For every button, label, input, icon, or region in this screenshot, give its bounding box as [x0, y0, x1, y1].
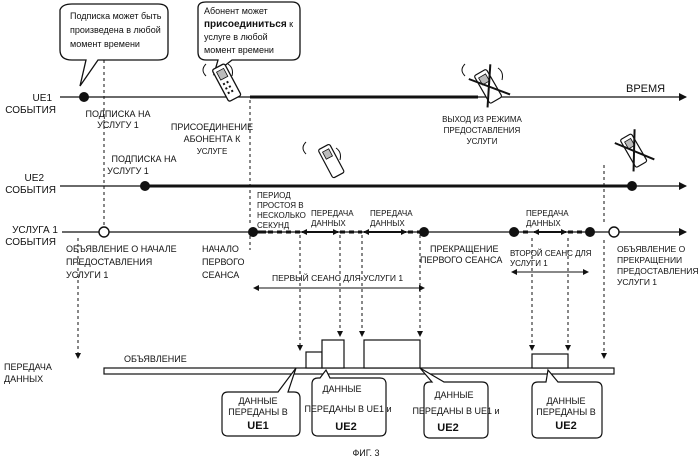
data-block-ue1-ue2-b — [364, 340, 420, 368]
announce-end-dot — [609, 227, 619, 237]
announce-end-label-3: ПРЕДОСТАВЛЕНИЯ — [617, 266, 698, 276]
bubble-data-to-ue1: ДАННЫЕ ПЕРЕДАНЫ В UE1 — [222, 368, 300, 436]
announce-start-label-3: УСЛУГИ 1 — [66, 270, 108, 280]
callout-subscribe-any-time: Подписка может быть произведена в любой … — [60, 4, 168, 86]
bubble-3-line-1: ДАННЫЕ — [434, 390, 473, 400]
bubble-2-line-2: ПЕРЕДАНЫ В UE1 и — [304, 404, 391, 414]
figure-caption: ФИГ. 3 — [352, 448, 379, 458]
mobile-phone-icon — [212, 63, 241, 101]
data-block-ue2 — [532, 354, 568, 368]
ue1-leave-label-1: ВЫХОД ИЗ РЕЖИМА — [442, 115, 522, 124]
transfer-row-label-1: ПЕРЕДАЧА — [4, 362, 52, 372]
data-transfer-b-label-2: ДАННЫХ — [370, 219, 405, 228]
first-session-end-label-1: ПРЕКРАЩЕНИЕ — [430, 244, 499, 254]
callout-subscribe-line-1: Подписка может быть — [70, 11, 162, 21]
ue1-row-label-1: UE1 — [33, 93, 53, 104]
ue1-subscribe-dot — [79, 92, 89, 102]
data-block-ue1 — [306, 352, 322, 368]
ue2-subscribe-label-2: УСЛУГУ 1 — [107, 166, 149, 176]
ue1-row-label-2: СОБЫТИЯ — [5, 105, 56, 116]
service-row-label-1: УСЛУГА 1 — [12, 225, 58, 236]
svg-text:присоединиться к: присоединиться к — [204, 19, 293, 30]
second-session-start-dot — [509, 227, 519, 237]
announce-end-label-1: ОБЪЯВЛЕНИЕ О — [617, 244, 686, 254]
first-session-start-label-3: СЕАНСА — [202, 270, 239, 280]
callout-join-bold: присоединиться — [204, 19, 287, 30]
ue1-timeline: ВРЕМЯ — [60, 83, 686, 102]
idle-period-label-4: СЕКУНД — [257, 221, 290, 230]
announce-start-dot — [99, 227, 109, 237]
idle-period-label-2: ПРОСТОЯ В — [257, 201, 304, 210]
ue2-row-label-2: СОБЫТИЯ — [5, 185, 56, 196]
first-session-start-label-2: ПЕРВОГО — [202, 257, 245, 267]
transfer-row-label-2: ДАННЫХ — [4, 374, 43, 384]
callout-join-post: к — [287, 19, 294, 29]
ue2-subscribe-dot — [140, 181, 150, 191]
bubble-3-line-2: ПЕРЕДАНЫ В UE1 и — [412, 406, 499, 416]
bubble-data-to-ue1-ue2-b: ДАННЫЕ ПЕРЕДАНЫ В UE1 и UE2 — [412, 368, 499, 438]
callout-join-rest-2: момент времени — [204, 45, 274, 55]
bubble-data-to-ue2: ДАННЫЕ ПЕРЕДАНЫ В UE2 — [532, 370, 602, 438]
first-session-end-dot — [419, 227, 429, 237]
time-label: ВРЕМЯ — [626, 83, 665, 95]
ue1-join-label-1: ПРИСОЕДИНЕНИЕ — [171, 122, 253, 132]
ue1-leave-label-2: ПРЕДОСТАВЛЕНИЯ — [444, 126, 521, 135]
ue2-timeline — [60, 181, 686, 191]
announcement-label: ОБЪЯВЛЕНИЕ — [124, 354, 187, 364]
bubble-2-bold: UE2 — [335, 421, 356, 433]
bubble-1-line-1: ДАННЫЕ — [238, 396, 277, 406]
first-session-start-label-1: НАЧАЛО — [202, 244, 239, 254]
callout-join-pre: Абонент может — [204, 6, 268, 16]
callout-subscribe-line-3: момент времени — [70, 39, 140, 49]
idle-period-label-1: ПЕРИОД — [257, 191, 291, 200]
svg-text:Абонент может: Абонент может — [204, 6, 268, 16]
idle-period-label-3: НЕСКОЛЬКО — [257, 211, 306, 220]
announce-end-label-2: ПРЕКРАЩЕНИИ — [617, 255, 682, 265]
callout-join-rest-1: услуге в любой — [204, 32, 268, 42]
ue1-subscribe-label-1: ПОДПИСКА НА — [85, 109, 150, 119]
bubble-1-bold: UE1 — [247, 420, 268, 432]
bubble-4-bold: UE2 — [555, 420, 576, 432]
callout-join-any-time: Абонент может присоединиться к услуге в … — [198, 2, 300, 74]
mobile-phone-icon — [318, 144, 345, 178]
callout-subscribe-line-2: произведена в любой — [70, 25, 161, 35]
ue1-join-label-2: АБОНЕНТА К — [184, 134, 242, 144]
first-session-end-label-2: ПЕРВОГО СЕАНСА — [420, 255, 502, 265]
data-transfer-c-label-1: ПЕРЕДАЧА — [526, 209, 569, 218]
ue1-subscribe-label-2: УСЛУГУ 1 — [97, 120, 139, 130]
announce-start-label-2: ПРЕДОСТАВЛЕНИЯ — [66, 257, 152, 267]
second-session-label-2: УСЛУГИ 1 — [510, 259, 548, 268]
data-transfer-c-label-2: ДАННЫХ — [526, 219, 561, 228]
second-session-end-dot — [585, 227, 595, 237]
ue1-leave-label-3: УСЛУГИ — [466, 137, 497, 146]
ue2-leave-dot — [627, 181, 637, 191]
ue1-join-label-3: УСЛУГЕ — [197, 147, 228, 156]
ue2-row-label-1: UE2 — [25, 173, 45, 184]
bubble-data-to-ue1-ue2-a: ДАННЫЕ ПЕРЕДАНЫ В UE1 и UE2 — [304, 370, 391, 436]
announce-start-label-1: ОБЪЯВЛЕНИЕ О НАЧАЛЕ — [66, 244, 177, 254]
service-row-label-2: СОБЫТИЯ — [5, 237, 56, 248]
service-timeline — [62, 227, 686, 237]
crossed-out-phone-icon — [614, 128, 655, 172]
first-session-span-label: ПЕРВЫЙ СЕАНС ДЛЯ УСЛУГИ 1 — [272, 272, 403, 283]
announce-end-label-4: УСЛУГИ 1 — [617, 277, 657, 287]
data-transfer-b-label-1: ПЕРЕДАЧА — [370, 209, 413, 218]
bubble-2-line-1: ДАННЫЕ — [322, 384, 361, 394]
crossed-out-phone-icon — [468, 63, 510, 108]
bubble-4-line-2: ПЕРЕДАНЫ В — [536, 407, 596, 417]
bubble-3-bold: UE2 — [437, 422, 458, 434]
data-transfer-a-label-2: ДАННЫХ — [311, 219, 346, 228]
ue2-subscribe-label-1: ПОДПИСКА НА — [111, 154, 176, 164]
bubble-1-line-2: ПЕРЕДАНЫ В — [228, 407, 288, 417]
data-transfer-a-label-1: ПЕРЕДАЧА — [311, 209, 354, 218]
bubble-4-line-1: ДАННЫЕ — [546, 396, 585, 406]
second-session-label-1: ВТОРОЙ СЕАНС ДЛЯ — [510, 249, 592, 258]
data-block-ue1-ue2-a — [322, 340, 344, 368]
